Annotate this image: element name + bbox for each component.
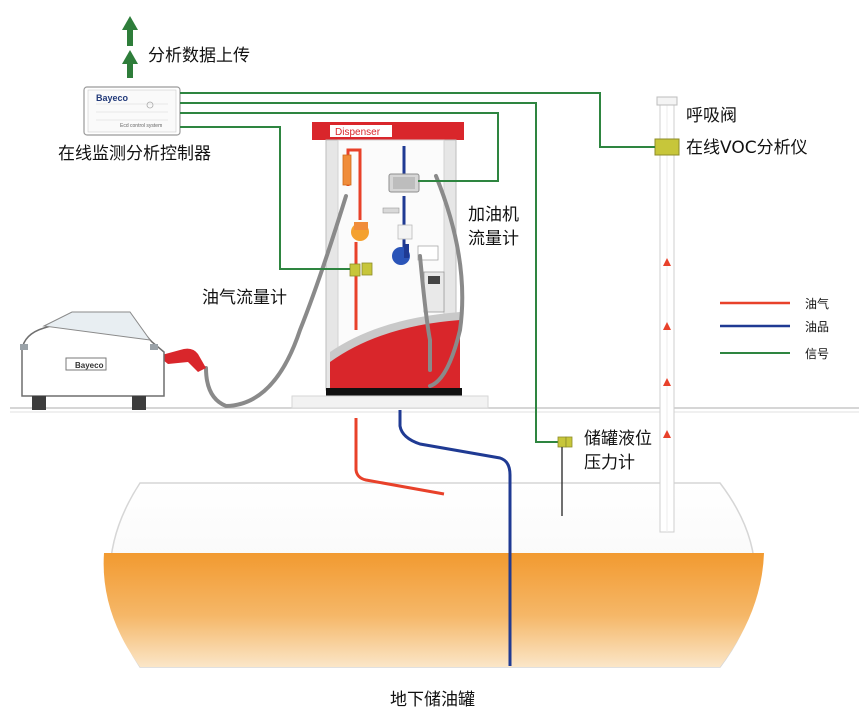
vapor-pump: [342, 154, 413, 277]
upload-label: 分析数据上传: [148, 46, 250, 66]
voc-analyzer-label: 在线VOC分析仪: [686, 138, 808, 158]
controller-label: 在线监测分析控制器: [58, 144, 211, 164]
controller-box: [83, 86, 181, 136]
legend-label-fuel: 油品: [805, 320, 830, 334]
up-arrow-icon: [122, 50, 138, 78]
legend-swatches: [720, 301, 790, 354]
dispenser-sign: Dispenser: [335, 127, 381, 138]
dispenser-flowmeter-label-2: 流量计: [468, 229, 519, 249]
underground-tank-label: 地下储油罐: [390, 690, 475, 710]
tank-pressure-label-1: 储罐液位: [584, 429, 652, 449]
controller-caption: Ecd control system: [120, 123, 162, 129]
car-plate: Bayeco: [75, 361, 104, 370]
underground-tank: [103, 482, 765, 668]
fuel-flowmeter: [388, 173, 420, 265]
legend-label-vapor: 油气: [805, 297, 830, 311]
signal-lines: [180, 92, 655, 443]
breather-valve-label: 呼吸阀: [686, 106, 737, 126]
hoses: [204, 174, 465, 409]
fuel-line: [398, 146, 512, 666]
tank-pressure-label-2: 压力计: [584, 453, 635, 473]
breather-pipe: [656, 96, 678, 533]
dispenser-flowmeter-label-1: 加油机: [468, 205, 519, 225]
car: [20, 311, 165, 410]
up-arrow-icon: [122, 16, 138, 46]
controller-brand: Bayeco: [96, 93, 129, 103]
vapor-flowmeter-label: 油气流量计: [202, 288, 287, 308]
legend-label-signal: 信号: [805, 347, 830, 361]
tank-pressure-gauge: [557, 436, 573, 516]
voc-analyzer-sensor: [654, 138, 680, 156]
